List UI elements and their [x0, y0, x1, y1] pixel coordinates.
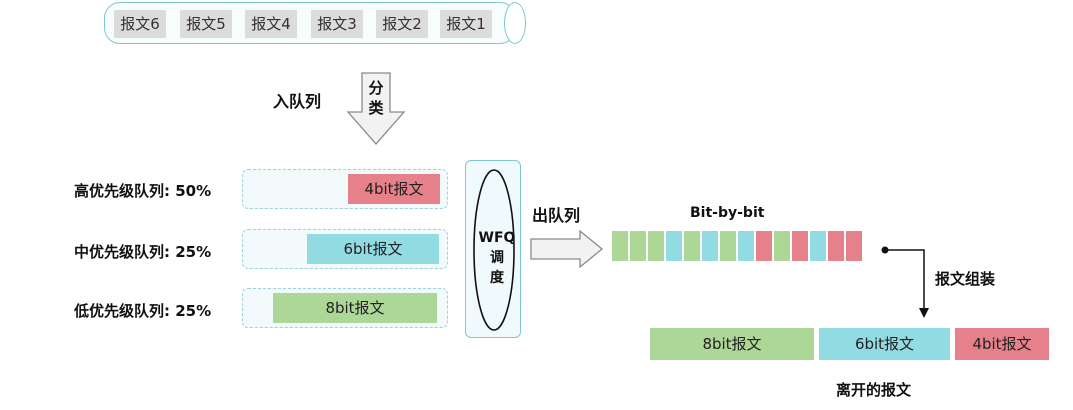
enqueue-label: 入队列: [273, 92, 322, 111]
bit-cell: [666, 231, 682, 261]
queue-label-mid: 中优先级队列: 25%: [74, 243, 212, 261]
bit-cell: [846, 231, 862, 261]
bit-cell: [612, 231, 628, 261]
classify-label: 分类: [368, 79, 384, 117]
bit-cell: [828, 231, 844, 261]
queue-label-high: 高优先级队列: 50%: [74, 182, 212, 200]
pipe-packet: 报文3: [311, 10, 363, 38]
reassembly-arrow: [881, 246, 929, 318]
reassembly-label: 报文组装: [935, 270, 996, 288]
queue-label-low: 低优先级队列: 25%: [74, 302, 212, 320]
output-packet: 4bit报文: [955, 328, 1049, 360]
queue-high-packet: 4bit报文: [348, 174, 440, 204]
bit-cell: [702, 231, 718, 261]
pipe-packet: 报文5: [180, 10, 232, 38]
bit-stream-label: Bit-by-bit: [690, 205, 765, 221]
bit-cell: [720, 231, 736, 261]
output-packet: 6bit报文: [819, 328, 950, 360]
wfq-ellipse: [473, 169, 515, 331]
bit-cell: [756, 231, 772, 261]
output-packet: 8bit报文: [650, 328, 814, 360]
output-caption: 离开的报文: [836, 381, 912, 399]
wfq-label: WFQ 调 度: [478, 230, 516, 286]
bit-cell: [738, 231, 754, 261]
bit-cell: [792, 231, 808, 261]
bit-cell: [810, 231, 826, 261]
bit-cell: [648, 231, 664, 261]
pipe-packet: 报文4: [245, 10, 297, 38]
pipe-packet: 报文1: [440, 10, 492, 38]
bit-cell: [774, 231, 790, 261]
pipe-packet: 报文2: [376, 10, 428, 38]
bit-cell: [630, 231, 646, 261]
input-pipe-end: [504, 2, 526, 44]
pipe-packet: 报文6: [114, 10, 166, 38]
queue-mid-packet: 6bit报文: [307, 234, 439, 264]
queue-low-packet: 8bit报文: [273, 293, 437, 323]
dequeue-arrow: [530, 230, 604, 268]
bit-cell: [684, 231, 700, 261]
classify-arrow: [346, 72, 406, 145]
dequeue-label: 出队列: [532, 206, 581, 225]
